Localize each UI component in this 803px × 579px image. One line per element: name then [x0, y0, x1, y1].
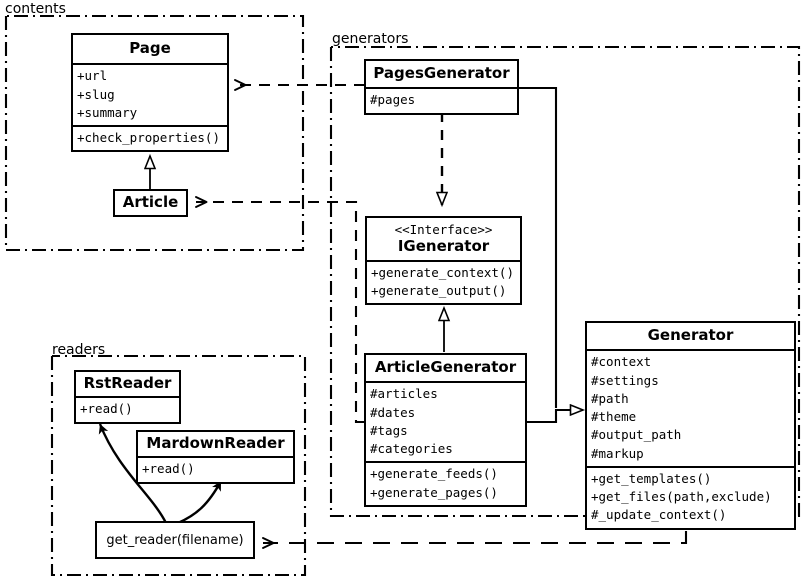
class-attributes-articlegenerator: #articles #dates #tags #categories: [366, 381, 525, 461]
class-operations-igenerator: +generate_context() +generate_output(): [367, 259, 520, 304]
generalization-articlegenerator-to-generator: [527, 410, 583, 424]
operation: +read(): [142, 461, 195, 477]
class-header-mardownreader: MardownReader: [138, 432, 293, 456]
class-stereotype-igenerator: <<Interface>>: [394, 222, 493, 237]
package-label-contents: contents: [5, 1, 66, 17]
class-attributes-pagesgenerator: #pages: [366, 87, 517, 112]
operation: +get_files(path,exclude): [591, 489, 772, 504]
attribute: +summary: [77, 104, 138, 120]
attribute: #context: [591, 354, 652, 370]
attribute: #theme: [591, 409, 637, 424]
attribute: +url: [77, 68, 108, 84]
operation: +read(): [80, 401, 133, 417]
class-name-pagesgenerator: PagesGenerator: [373, 64, 510, 82]
attribute: #path: [591, 390, 629, 406]
class-header-articlegenerator: ArticleGenerator: [366, 355, 525, 381]
class-box-mardownreader[interactable]: MardownReader +read(): [136, 430, 295, 484]
class-header-pagesgenerator: PagesGenerator: [366, 61, 517, 87]
association-getreader-to-rstreader: [98, 423, 168, 524]
operation: +generate_feeds(): [370, 466, 498, 482]
generalization-pagesgenerator-to-generator: [519, 86, 558, 408]
association-getreader-to-mardownreader: [177, 480, 223, 525]
class-header-generator: Generator: [587, 323, 794, 349]
attribute: #categories: [370, 441, 453, 456]
attribute: #markup: [591, 445, 644, 461]
function-box-get-reader[interactable]: get_reader(filename): [95, 521, 255, 559]
operation: +generate_output(): [371, 283, 507, 299]
class-operations-generator: +get_templates() +get_files(path,exclude…: [587, 465, 794, 528]
package-label-readers: readers: [52, 342, 106, 358]
class-header-igenerator: <<Interface>> IGenerator: [367, 218, 520, 260]
class-box-generator[interactable]: Generator #context #settings #path #them…: [585, 321, 796, 530]
class-name-text-igenerator: IGenerator: [397, 236, 490, 255]
class-box-rstreader[interactable]: RstReader +read(): [74, 370, 181, 424]
class-box-articlegenerator[interactable]: ArticleGenerator #articles #dates #tags …: [364, 353, 527, 507]
class-operations-mardownreader: +read(): [138, 456, 293, 481]
dependency-articlegenerator-to-article: [195, 196, 365, 424]
class-header-page: Page: [73, 35, 227, 63]
class-name-page: Page: [129, 39, 171, 57]
attribute: #pages: [370, 92, 416, 108]
operation: +get_templates(): [591, 470, 712, 486]
class-operations-articlegenerator: +generate_feeds() +generate_pages(): [366, 461, 525, 505]
package-boundary-contents: [4, 14, 305, 252]
attribute: #settings: [591, 372, 659, 388]
class-box-page[interactable]: Page +url +slug +summary +check_properti…: [71, 33, 229, 153]
class-name-generator: Generator: [647, 326, 734, 344]
attribute: #output_path: [591, 427, 682, 443]
package-boundary-readers: [50, 354, 307, 577]
operation: +generate_context(): [371, 264, 514, 280]
operation: +check_properties(): [77, 130, 220, 145]
class-name-mardownreader: MardownReader: [146, 434, 285, 452]
package-label-generators: generators: [332, 31, 409, 47]
class-box-article[interactable]: Article: [113, 189, 188, 218]
class-box-pagesgenerator[interactable]: PagesGenerator #pages: [364, 59, 519, 115]
attribute: #tags: [370, 422, 408, 438]
operation: #_update_context(): [591, 507, 727, 523]
attribute: +slug: [77, 86, 115, 102]
class-name-article: Article: [122, 193, 179, 211]
class-operations-rstreader: +read(): [76, 396, 179, 421]
function-label-get-reader: get_reader(filename): [106, 532, 244, 548]
class-header-rstreader: RstReader: [76, 372, 179, 396]
class-attributes-generator: #context #settings #path #theme #output_…: [587, 349, 794, 466]
attribute: #articles: [370, 386, 438, 402]
attribute: #dates: [370, 404, 416, 420]
package-boundary-generators: [329, 45, 801, 518]
class-operations-page: +check_properties(): [73, 125, 227, 150]
class-header-article: Article: [115, 191, 186, 215]
class-name-articlegenerator: ArticleGenerator: [374, 358, 517, 376]
class-name-rstreader: RstReader: [83, 374, 172, 392]
class-name-igenerator: <<Interface>> IGenerator: [367, 218, 520, 260]
class-box-igenerator[interactable]: <<Interface>> IGenerator +generate_conte…: [365, 216, 522, 306]
operation: +generate_pages(): [370, 484, 498, 500]
class-attributes-page: +url +slug +summary: [73, 63, 227, 125]
